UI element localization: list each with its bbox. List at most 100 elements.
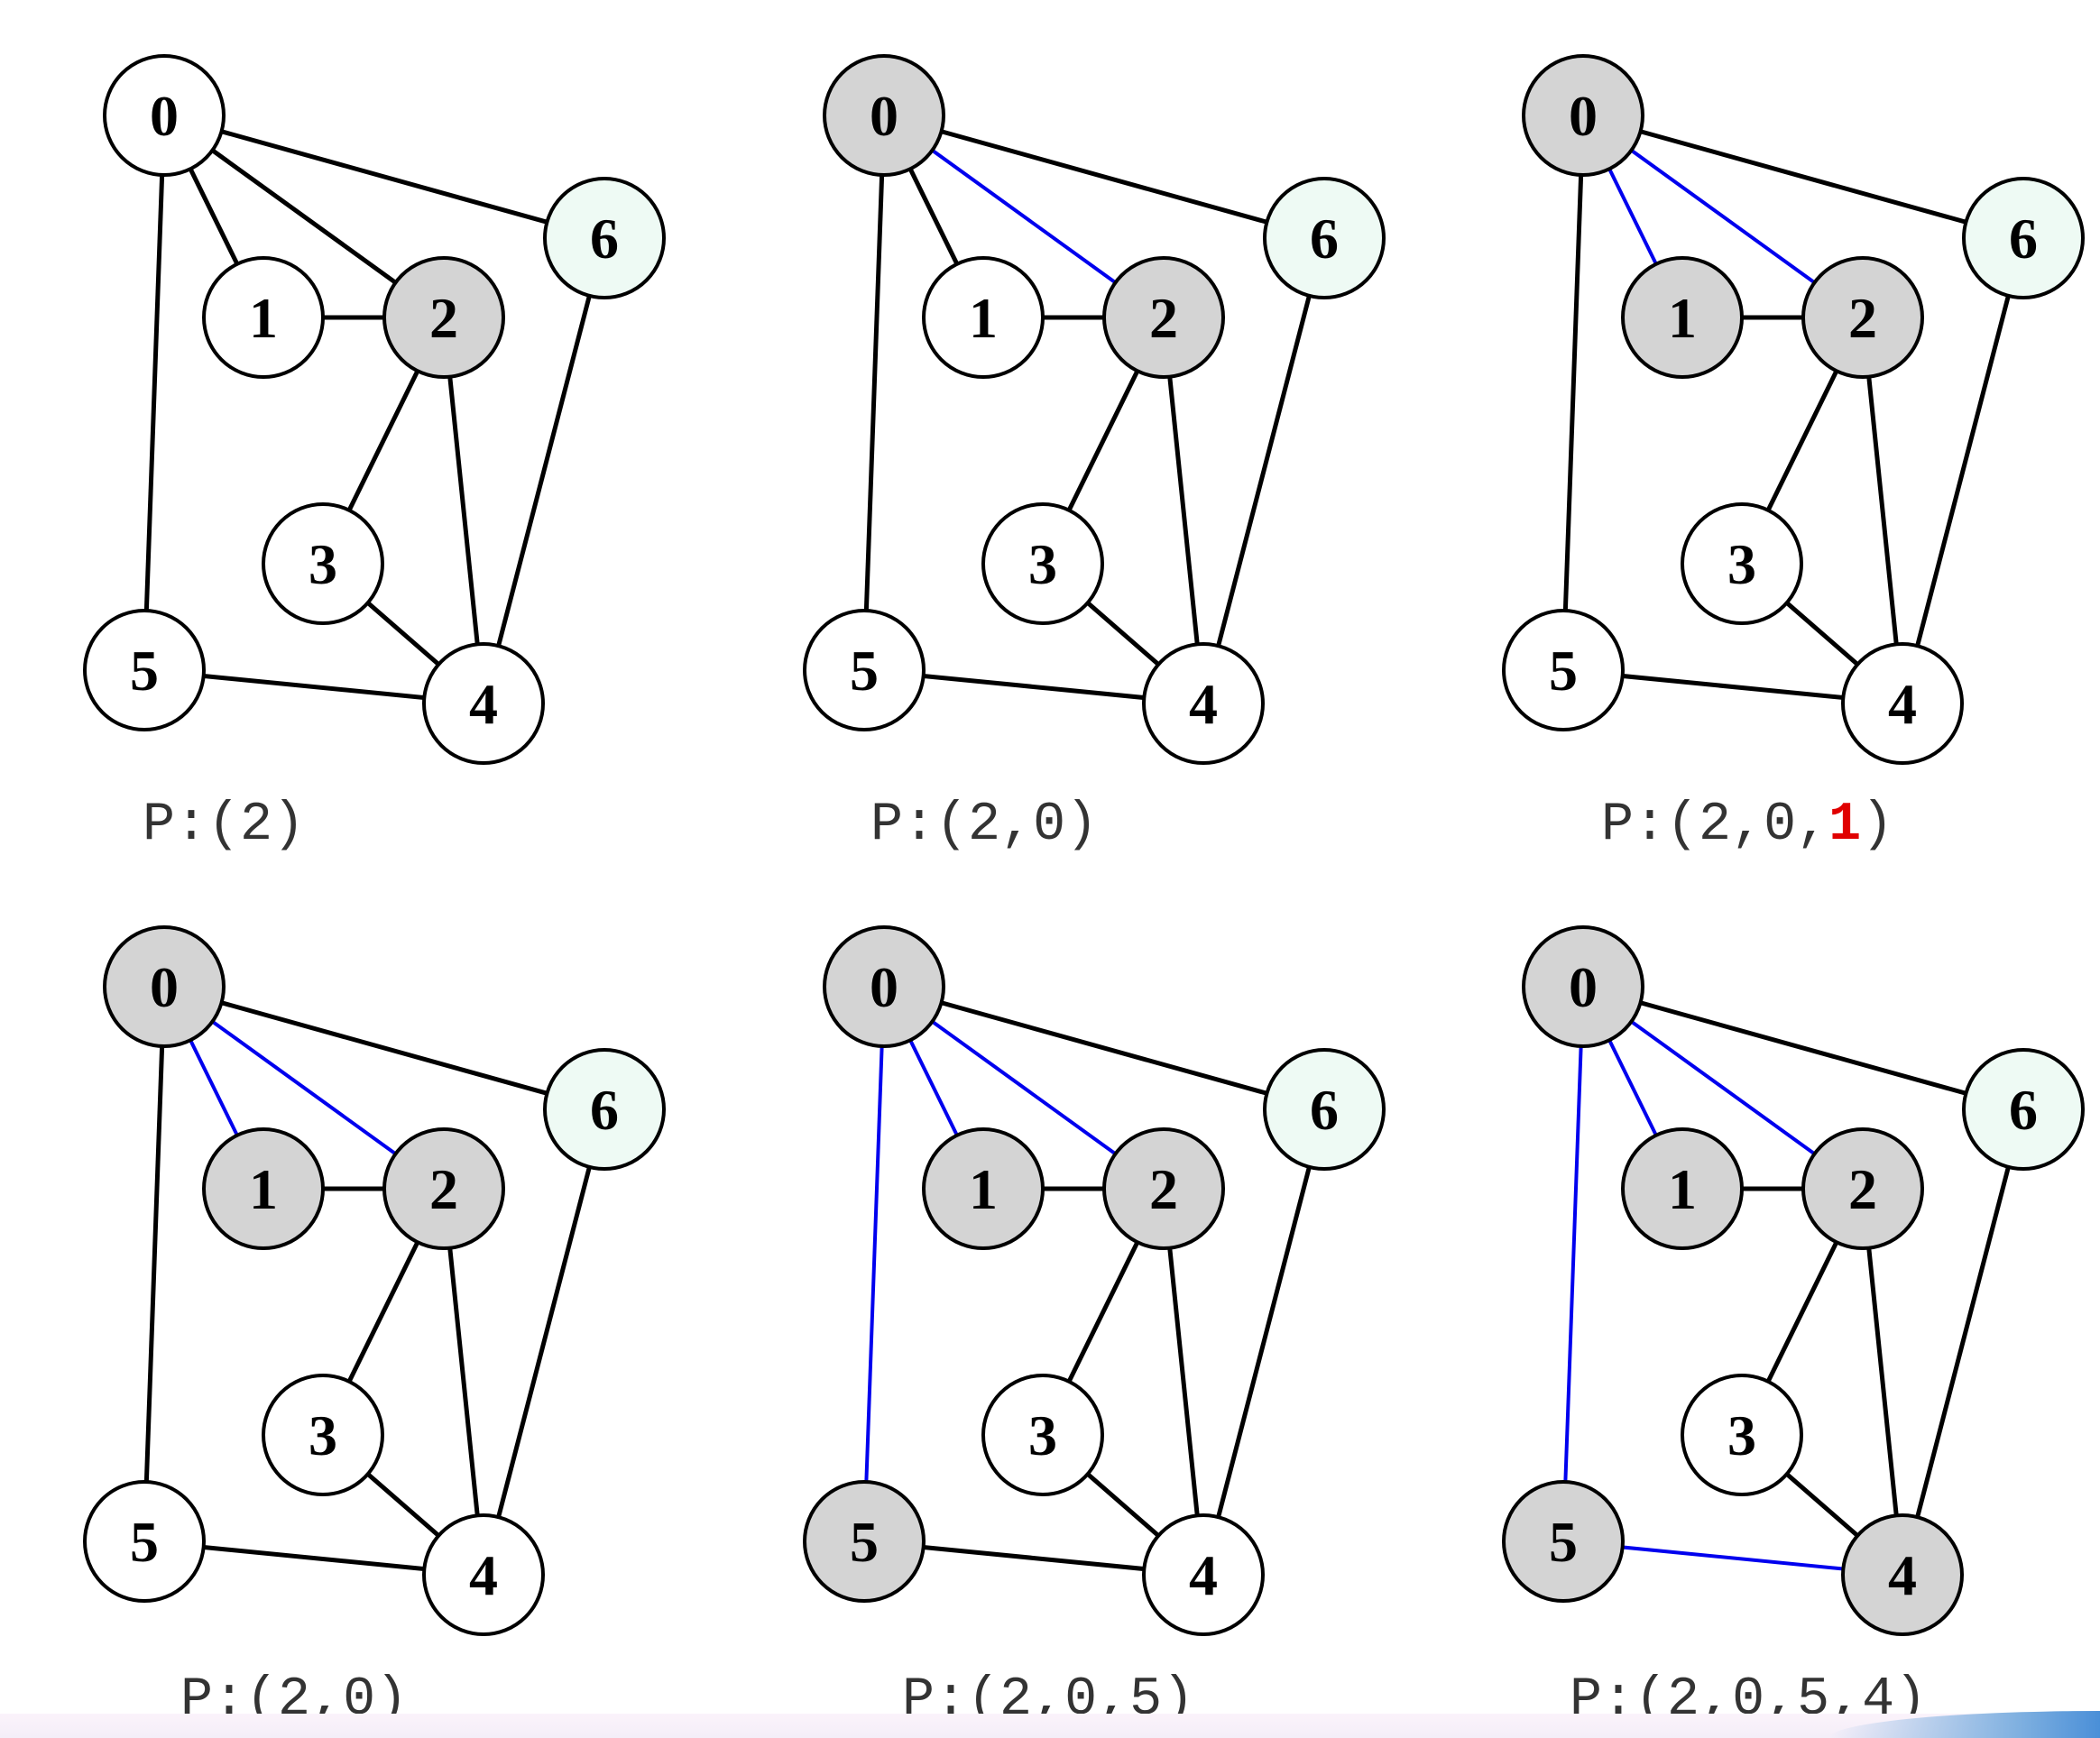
edge-2-4: [1161, 317, 1206, 704]
node-circle: [382, 256, 505, 379]
node-6: 6: [543, 1048, 666, 1171]
path-caption: P:(2,0): [870, 795, 1098, 856]
node-label: 6: [2009, 207, 2038, 271]
node-circle: [202, 1127, 325, 1250]
node-circle: [1522, 54, 1644, 177]
edge-4-6: [1201, 1108, 1327, 1576]
caption-separator: ,: [1796, 795, 1828, 856]
node-circle: [1263, 1048, 1386, 1171]
node-circle: [1502, 609, 1625, 731]
edge-2-4: [1161, 1188, 1206, 1576]
node-circle: [262, 1374, 384, 1496]
node-5: 5: [803, 1480, 926, 1603]
node-label: 5: [1549, 639, 1578, 703]
node-4: 4: [422, 642, 545, 765]
node-circle: [422, 1513, 545, 1636]
path-edge-0-5: [862, 986, 886, 1542]
node-label: 6: [2009, 1078, 2038, 1142]
node-1: 1: [202, 256, 325, 379]
caption-item: 0: [1033, 795, 1065, 856]
node-2: 2: [382, 256, 505, 379]
edge-4-6: [481, 1108, 607, 1576]
node-5: 5: [1502, 609, 1625, 731]
node-circle: [1142, 1513, 1265, 1636]
node-4: 4: [1142, 1513, 1265, 1636]
node-label: 4: [469, 1543, 498, 1607]
node-6: 6: [1962, 1048, 2085, 1171]
slide-footer-band: [0, 1714, 2100, 1738]
node-5: 5: [83, 609, 206, 731]
edge-0-6: [163, 113, 605, 241]
edge-0-6: [1582, 113, 2024, 241]
node-label: 6: [1310, 207, 1339, 271]
node-label: 2: [1848, 286, 1877, 350]
node-5: 5: [1502, 1480, 1625, 1603]
node-circle: [1962, 177, 2085, 299]
node-circle: [1621, 256, 1744, 379]
node-circle: [981, 1374, 1104, 1496]
node-4: 4: [1841, 1513, 1964, 1636]
node-label: 5: [130, 1510, 159, 1574]
edge-0-6: [1582, 984, 2024, 1112]
caption-prefix: P:(: [1601, 795, 1699, 856]
node-label: 1: [969, 1157, 998, 1221]
node-4: 4: [1142, 642, 1265, 765]
node-2: 2: [1102, 1127, 1225, 1250]
node-label: 5: [850, 1510, 879, 1574]
node-circle: [1681, 502, 1803, 625]
caption-item: 2: [240, 795, 272, 856]
node-3: 3: [981, 1374, 1104, 1496]
node-circle: [1801, 1127, 1924, 1250]
node-label: 2: [429, 286, 458, 350]
node-6: 6: [1962, 177, 2085, 299]
node-circle: [103, 925, 226, 1048]
node-label: 3: [1028, 532, 1057, 596]
node-label: 0: [1569, 955, 1598, 1019]
node-0: 0: [1522, 54, 1644, 177]
node-circle: [803, 1480, 926, 1603]
node-label: 5: [130, 639, 159, 703]
node-circle: [1522, 925, 1644, 1048]
node-circle: [262, 502, 384, 625]
node-2: 2: [382, 1127, 505, 1250]
caption-item-highlight: 1: [1828, 795, 1861, 856]
edge-2-4: [1860, 317, 1905, 704]
node-1: 1: [922, 256, 1045, 379]
node-label: 3: [1727, 1403, 1756, 1467]
node-0: 0: [1522, 925, 1644, 1048]
edge-0-5: [142, 986, 167, 1542]
node-circle: [981, 502, 1104, 625]
node-label: 3: [1028, 1403, 1057, 1467]
node-label: 0: [870, 84, 898, 148]
caption-item: 0: [1764, 795, 1796, 856]
node-circle: [1263, 177, 1386, 299]
node-0: 0: [823, 925, 945, 1048]
node-label: 0: [150, 84, 179, 148]
node-2: 2: [1801, 1127, 1924, 1250]
edge-4-6: [1900, 237, 2026, 704]
caption-suffix: ): [1065, 795, 1098, 856]
caption-prefix: P:(: [143, 795, 240, 856]
node-0: 0: [103, 54, 226, 177]
node-0: 0: [103, 925, 226, 1048]
node-label: 3: [1727, 532, 1756, 596]
node-label: 4: [1888, 672, 1917, 736]
node-1: 1: [202, 1127, 325, 1250]
edge-0-5: [1561, 115, 1586, 671]
node-circle: [543, 1048, 666, 1171]
node-3: 3: [262, 1374, 384, 1496]
node-6: 6: [1263, 1048, 1386, 1171]
node-circle: [1801, 256, 1924, 379]
node-label: 1: [249, 286, 278, 350]
node-circle: [1841, 642, 1964, 765]
caption-suffix: ): [1861, 795, 1893, 856]
node-circle: [422, 642, 545, 765]
node-circle: [1962, 1048, 2085, 1171]
node-circle: [823, 925, 945, 1048]
edge-2-4: [1860, 1188, 1905, 1576]
